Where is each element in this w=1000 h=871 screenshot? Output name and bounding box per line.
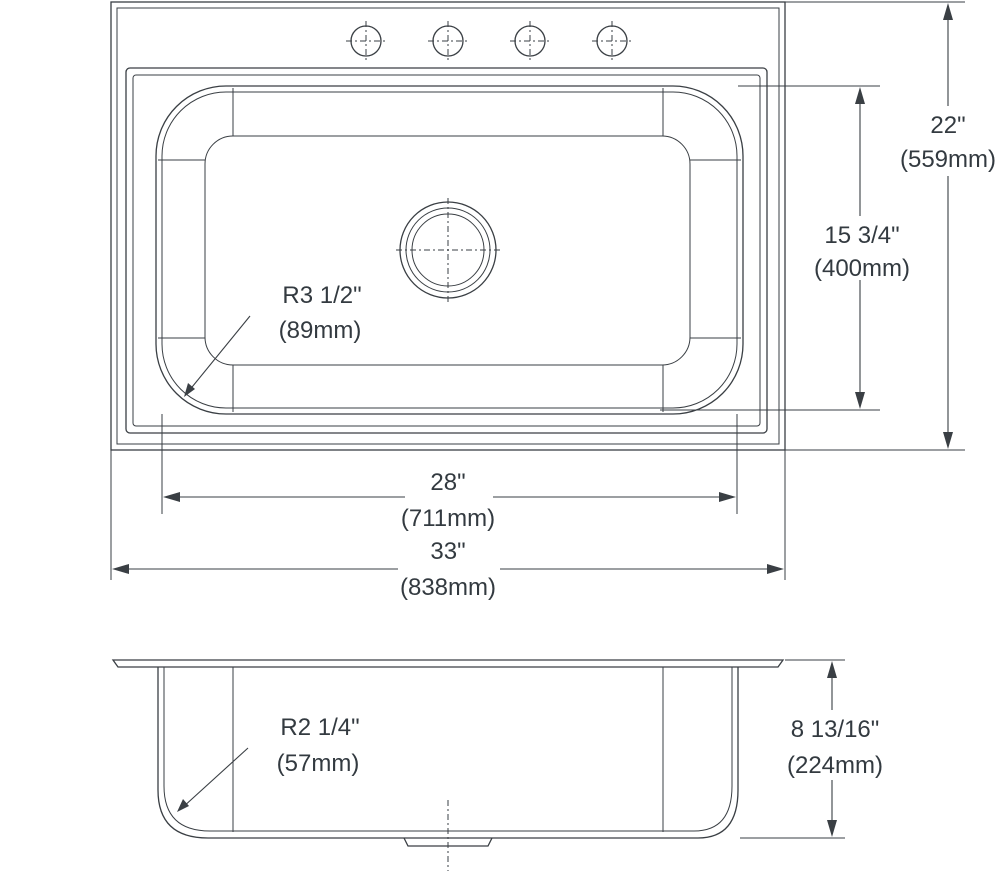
bottom-radius-imperial: R2 1/4" xyxy=(280,714,359,741)
corner-radius-metric: (89mm) xyxy=(279,317,362,344)
bowl-depth-arrow-bottom xyxy=(855,392,865,409)
overall-width-arrow-left xyxy=(112,564,129,574)
overall-depth-arrow-top xyxy=(943,3,953,20)
faucet-holes xyxy=(346,21,632,61)
bowl-width-imperial: 28" xyxy=(430,469,465,496)
bowl-depth-arrow-top xyxy=(855,87,865,104)
overall-depth-arrow-bottom xyxy=(943,432,953,449)
extension-lines xyxy=(110,1,965,580)
bowl-second-outline xyxy=(161,91,738,409)
bottom-radius-arrow xyxy=(177,799,189,812)
bottom-radius-metric: (57mm) xyxy=(277,750,360,777)
drain xyxy=(396,198,500,302)
side-flange xyxy=(111,659,785,668)
side-bowl-outline xyxy=(157,667,739,839)
bowl-width-arrow-right xyxy=(719,492,736,502)
bottom-radius-leader xyxy=(181,747,249,809)
side-view: R2 1/4" (57mm) 8 13/16" (224mm) xyxy=(111,659,886,871)
bowl-height-metric: (224mm) xyxy=(787,752,883,779)
faucet-hole xyxy=(428,21,468,61)
side-bowl-inner-outline xyxy=(163,667,733,832)
overall-depth-imperial: 22" xyxy=(930,112,965,139)
bowl-height-imperial: 8 13/16" xyxy=(791,716,880,743)
corner-radius-imperial: R3 1/2" xyxy=(282,282,361,309)
sink-deck-inner-edge xyxy=(116,7,780,445)
bowl-outline xyxy=(155,85,744,415)
overall-width-arrow-right xyxy=(767,564,784,574)
top-view: R3 1/2" (89mm) 28" (711mm) 33" (838mm) xyxy=(110,1,998,601)
bowl-wall-lines xyxy=(158,88,741,412)
sink-deck-outline xyxy=(110,1,786,451)
bowl-depth-metric: (400mm) xyxy=(814,255,910,282)
rim-inner xyxy=(132,74,761,427)
corner-radius-leader xyxy=(187,315,251,393)
overall-width-metric: (838mm) xyxy=(400,574,496,601)
faucet-hole xyxy=(510,21,550,61)
bowl-width-metric: (711mm) xyxy=(401,505,495,532)
bowl-height-arrow-top xyxy=(827,661,837,678)
faucet-hole xyxy=(592,21,632,61)
bowl-height-arrow-bottom xyxy=(827,820,837,837)
overall-depth-metric: (559mm) xyxy=(900,146,996,173)
corner-radius-arrow xyxy=(184,383,195,397)
bowl-floor xyxy=(204,135,691,366)
rim-outer xyxy=(125,67,768,434)
faucet-hole xyxy=(346,21,386,61)
bowl-width-arrow-left xyxy=(163,492,180,502)
bowl-depth-imperial: 15 3/4" xyxy=(824,222,899,249)
overall-width-imperial: 33" xyxy=(430,538,465,565)
